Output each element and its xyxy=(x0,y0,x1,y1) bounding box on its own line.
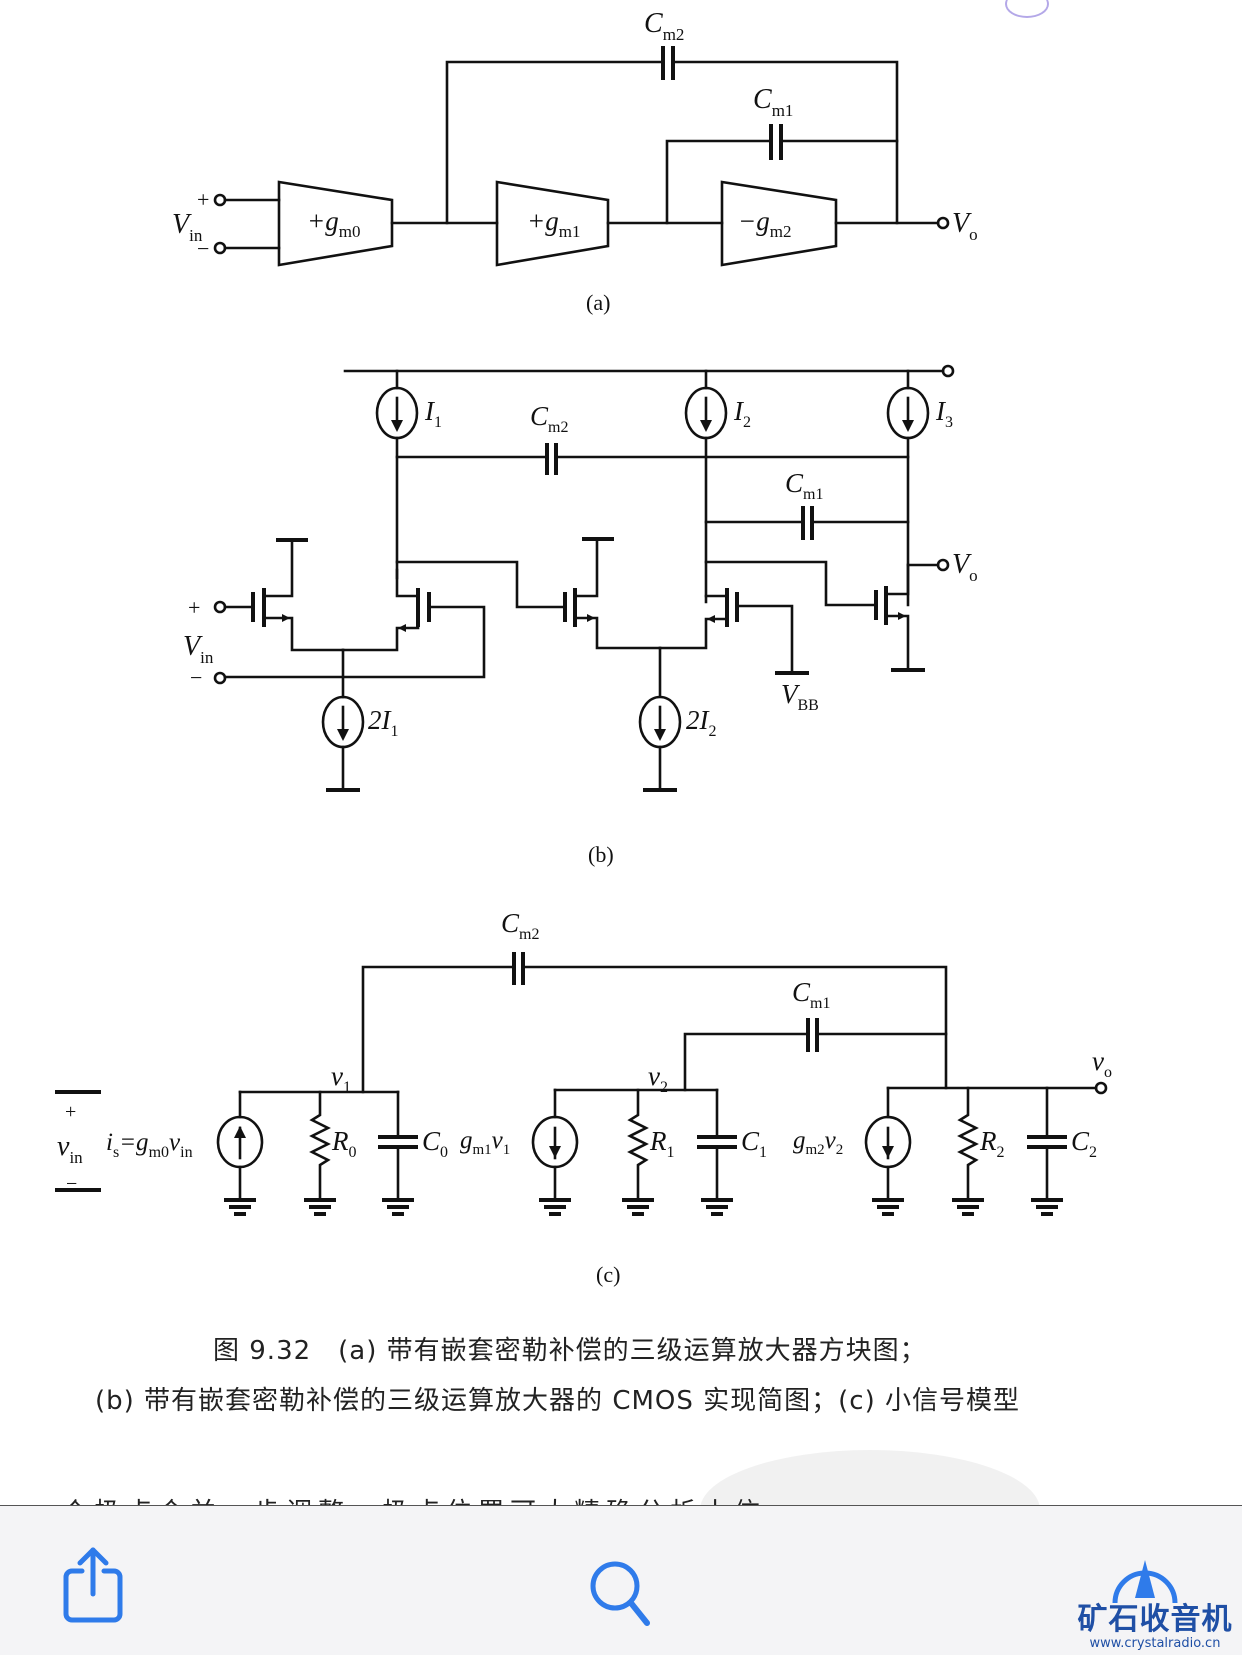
input-minus-terminal-b xyxy=(213,671,227,685)
resistor-0 xyxy=(304,1090,336,1216)
search-button[interactable] xyxy=(585,1558,665,1638)
node-v2-label: v2 xyxy=(648,1061,668,1096)
is-label: is=gm0vin xyxy=(106,1129,193,1161)
cm1-label-c: Cm1 xyxy=(792,977,830,1012)
minus-sign-b: − xyxy=(190,665,202,690)
cm1-label-b: Cm1 xyxy=(785,468,823,503)
output-terminal-b xyxy=(936,558,950,572)
cm2-label-c: Cm2 xyxy=(501,908,539,943)
transistor-m1 xyxy=(223,538,345,652)
watermark-url: www.crystalradio.cn xyxy=(1089,1636,1221,1651)
resistor-label-2: R2 xyxy=(979,1126,1005,1161)
minus-sign: − xyxy=(197,236,209,261)
vin-label-c: vin xyxy=(57,1131,83,1167)
vdd-terminal xyxy=(941,364,955,378)
resistor-label-1: R1 xyxy=(649,1126,675,1161)
output-terminal-c xyxy=(1094,1081,1108,1095)
current-source-1 xyxy=(531,1088,579,1216)
cm2-label: Cm2 xyxy=(644,8,684,44)
gm2-label: −gm2 xyxy=(738,206,791,241)
2i2-label: 2I2 xyxy=(686,705,717,740)
gm2-amplifier xyxy=(720,180,838,267)
bottom-toolbar xyxy=(0,1505,1242,1655)
gm0-amplifier xyxy=(277,180,394,267)
share-button[interactable] xyxy=(62,1546,132,1626)
vo-label-b: Vo xyxy=(952,549,978,585)
gm0-label: +gm0 xyxy=(307,206,360,241)
caption-line-1: 图 9.32 (a) 带有嵌套密勒补偿的三级运算放大器方块图； xyxy=(213,1336,927,1366)
panel-b-label: (b) xyxy=(588,842,614,867)
gm1-amplifier xyxy=(495,180,610,267)
document-page: + − Vin +gm0 +gm1 −gm2 Vo Cm2 xyxy=(0,0,1242,1505)
plus-sign-c: + xyxy=(65,1101,76,1123)
stage-1: R1 C1 gm1v1 xyxy=(460,1088,767,1216)
caption-line-2: (b) 带有嵌套密勒补偿的三级运算放大器的 CMOS 实现简图；(c) 小信号模… xyxy=(95,1386,1020,1416)
current-source-2i2 xyxy=(638,695,682,792)
resistor-2 xyxy=(952,1086,984,1216)
next-paragraph-clipped: 一个极点合并一步调整，极点位置可大精确分析小信 xyxy=(0,1488,1242,1505)
share-icon xyxy=(63,1547,123,1623)
capacitor-0 xyxy=(378,1090,418,1216)
search-icon xyxy=(590,1561,650,1626)
plus-sign-b: + xyxy=(188,595,200,620)
current-source-i1 xyxy=(375,369,419,580)
current-source-2i1 xyxy=(321,695,365,792)
transistor-m4 xyxy=(658,588,809,675)
node-v1-label: v1 xyxy=(331,1061,351,1096)
compass-icon xyxy=(1112,1560,1178,1604)
watermark-logo: 矿石收音机 www.crystalradio.cn xyxy=(1070,1594,1240,1651)
output-terminal xyxy=(936,216,950,230)
transistor-m3 xyxy=(563,537,662,650)
vin-label: Vin xyxy=(172,209,203,245)
dependent-source-label-1: gm1v1 xyxy=(460,1127,510,1158)
input-minus-terminal xyxy=(213,241,227,255)
navigate-button[interactable] xyxy=(1105,1548,1185,1608)
transistor-m5 xyxy=(874,563,925,672)
watermark-name: 矿石收音机 xyxy=(1077,1602,1233,1637)
current-source-2 xyxy=(864,1086,912,1216)
dependent-source-label-2: gm2v2 xyxy=(793,1127,843,1158)
stage-0: R0 C0 xyxy=(216,1090,448,1216)
resistor-1 xyxy=(622,1088,654,1216)
stage-2: R2 C2 gm2v2 xyxy=(793,1086,1098,1216)
input-plus-terminal-b xyxy=(213,600,227,614)
2i1-label: 2I1 xyxy=(368,705,399,740)
resistor-label-0: R0 xyxy=(331,1126,357,1161)
current-source-0 xyxy=(216,1090,264,1216)
cm2-label-b: Cm2 xyxy=(530,401,568,436)
gm1-label: +gm1 xyxy=(527,206,580,241)
capacitor-label-2: C2 xyxy=(1071,1126,1097,1161)
plus-sign: + xyxy=(197,187,209,212)
vbb-label: VBB xyxy=(781,679,819,714)
panel-a-label: (a) xyxy=(586,290,610,315)
panel-b: I1 I2 I3 Cm2 xyxy=(183,364,978,867)
panel-a: + − Vin +gm0 +gm1 −gm2 Vo Cm2 xyxy=(172,8,978,315)
cm1-label: Cm1 xyxy=(753,84,793,120)
node-vo-label: vo xyxy=(1092,1046,1112,1081)
minus-sign-c: − xyxy=(66,1173,77,1195)
vo-label: Vo xyxy=(952,208,978,244)
capacitor-label-1: C1 xyxy=(741,1126,767,1161)
input-plus-terminal xyxy=(213,193,227,207)
panel-c-label: (c) xyxy=(596,1262,620,1287)
current-source-i2 xyxy=(684,369,728,604)
circuit-figure: + − Vin +gm0 +gm1 −gm2 Vo Cm2 xyxy=(55,8,1112,1287)
capacitor-1 xyxy=(697,1088,737,1216)
capacitor-2 xyxy=(1027,1086,1067,1216)
capacitor-label-0: C0 xyxy=(422,1126,448,1161)
transistor-m2 xyxy=(223,568,486,679)
i3-label: I3 xyxy=(935,396,953,431)
i1-label: I1 xyxy=(424,396,442,431)
vin-label-b: Vin xyxy=(183,631,214,667)
i2-label: I2 xyxy=(733,396,751,431)
